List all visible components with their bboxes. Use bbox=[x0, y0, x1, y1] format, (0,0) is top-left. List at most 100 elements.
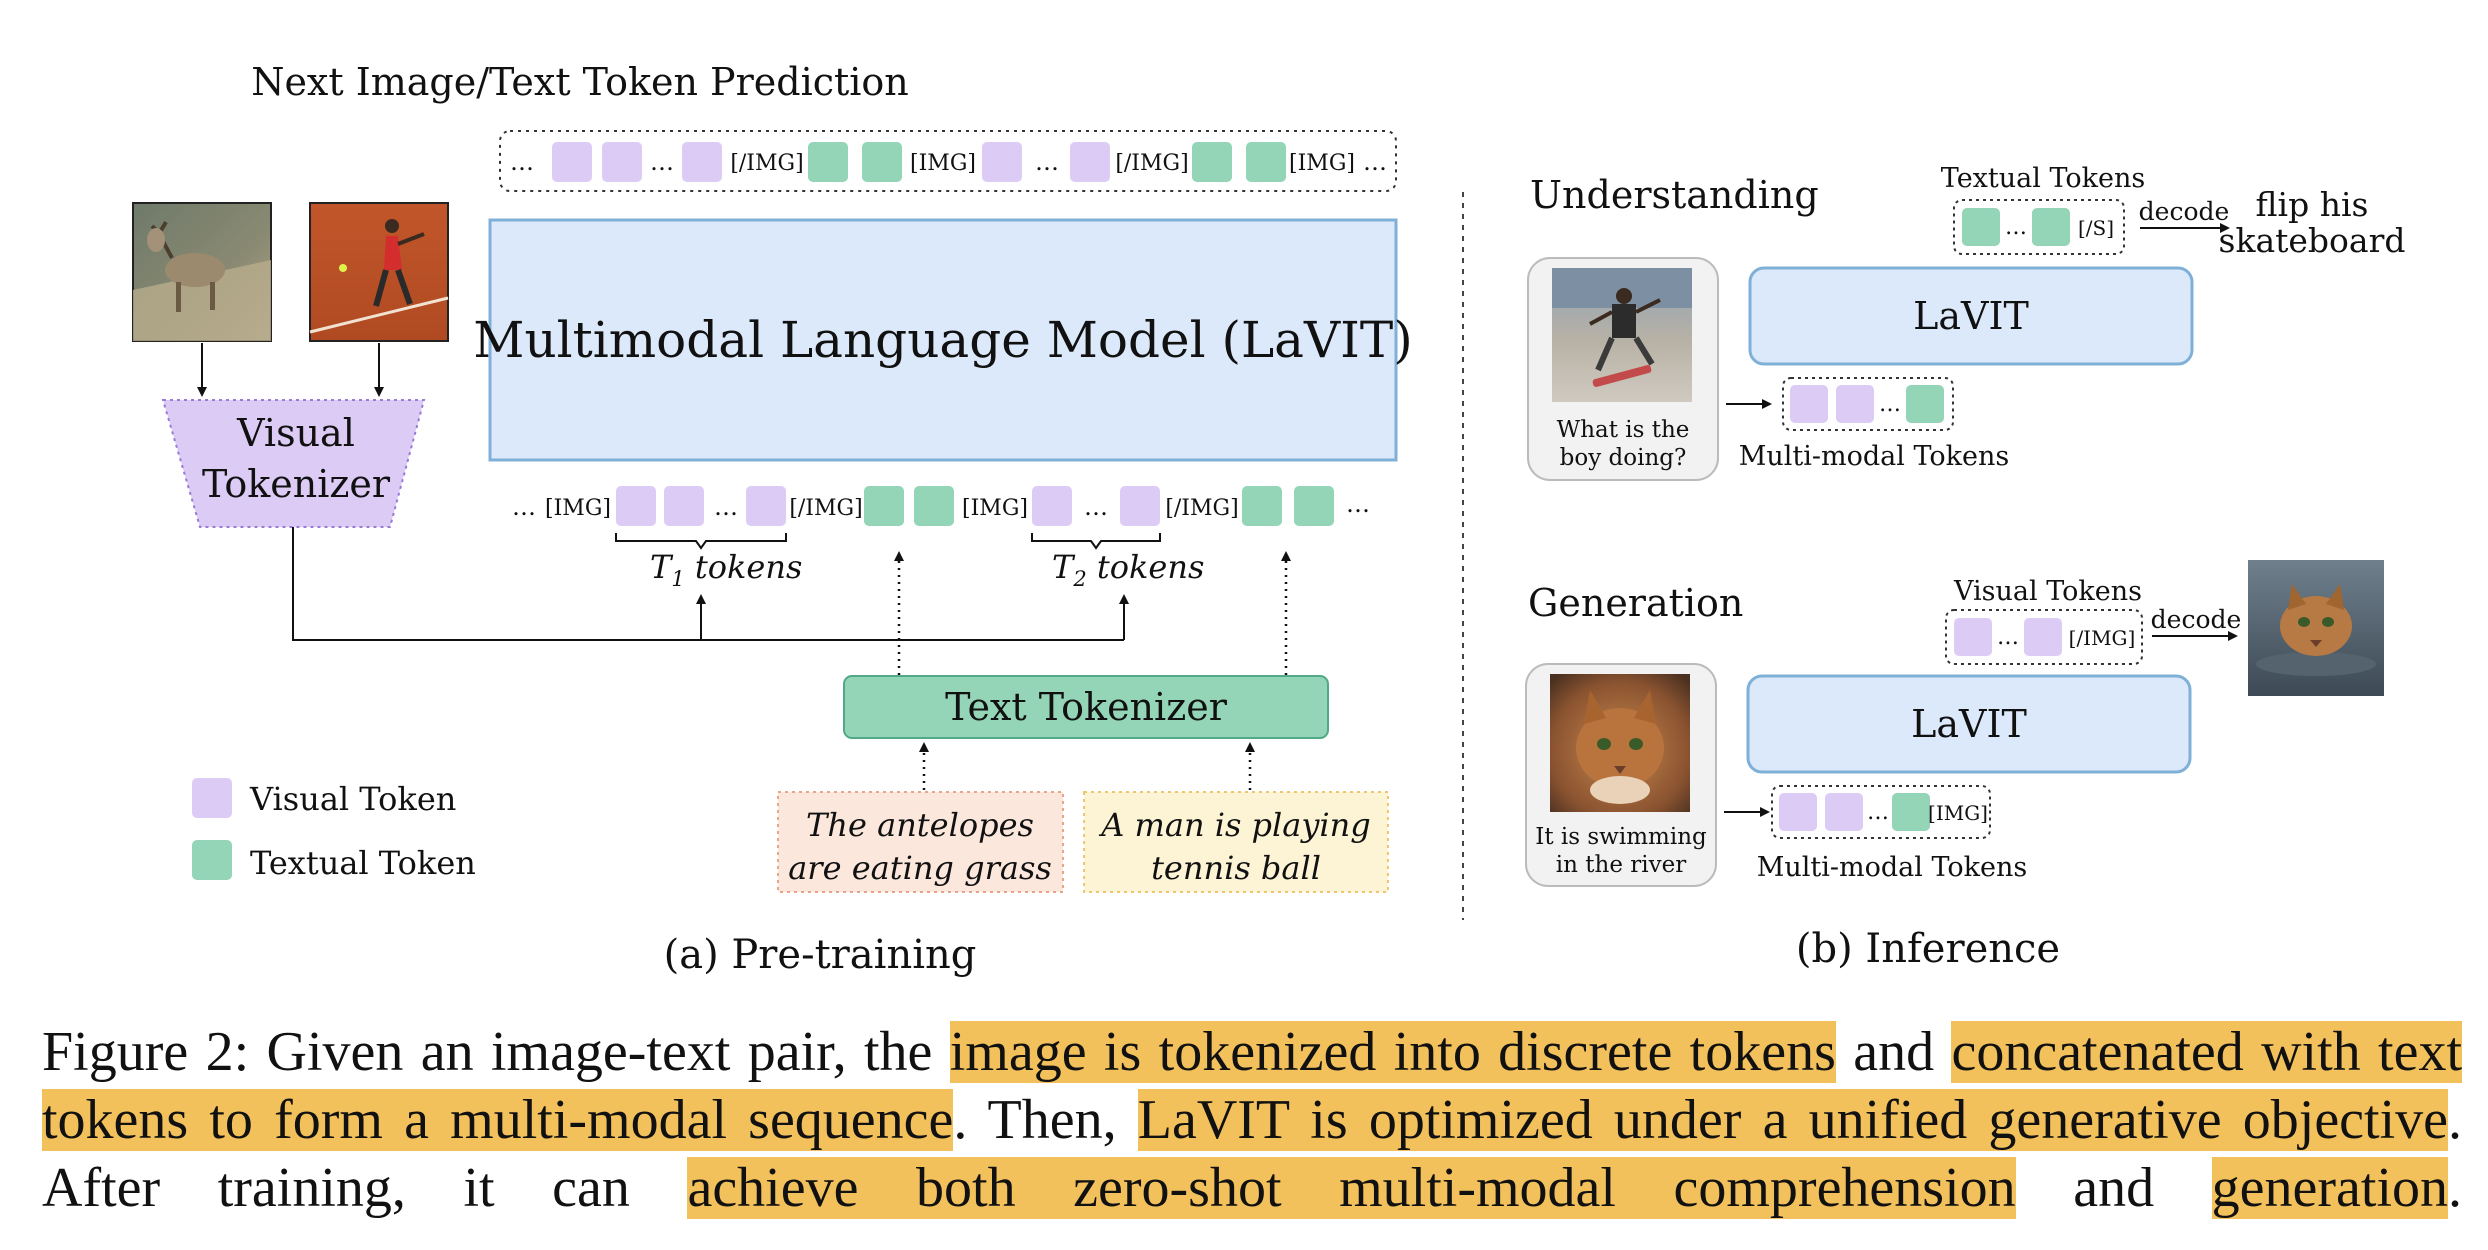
skateboard-image bbox=[1552, 268, 1692, 402]
img-end-token: [/IMG] bbox=[730, 151, 803, 176]
caption-highlight: LaVIT is optimized under a unified gener… bbox=[1137, 1089, 2448, 1151]
legend-textual-label: Textual Token bbox=[250, 844, 476, 882]
visual-token bbox=[746, 486, 786, 526]
tennis-caption-line2: tennis ball bbox=[1151, 849, 1321, 887]
understanding-question-line1: What is the bbox=[1557, 417, 1690, 443]
textual-token bbox=[2032, 208, 2070, 246]
t1-tokens-label: T1 tokens bbox=[650, 548, 802, 591]
ellipsis: … bbox=[1363, 148, 1387, 176]
ellipsis: … bbox=[1084, 493, 1108, 521]
generation-lavit-label: LaVIT bbox=[1911, 702, 2027, 746]
caption-text: and bbox=[2015, 1157, 2212, 1219]
textual-token bbox=[1192, 142, 1232, 182]
visual-tokenizer-connector bbox=[292, 527, 1124, 641]
visual-token bbox=[1032, 486, 1072, 526]
generation-heading: Generation bbox=[1528, 581, 1743, 625]
img-end-token: [/IMG] bbox=[2069, 626, 2136, 650]
textual-token bbox=[1246, 142, 1286, 182]
ellipsis: … bbox=[1035, 148, 1059, 176]
visual-token bbox=[616, 486, 656, 526]
antelope-caption-box bbox=[777, 791, 1064, 893]
antelope-image bbox=[132, 202, 272, 342]
inference-subcaption: (b) Inference bbox=[1796, 926, 2060, 972]
multimodal-language-model-label: Multimodal Language Model (LaVIT) bbox=[473, 311, 1412, 369]
multimodal-language-model-box bbox=[488, 218, 1398, 462]
textual-token bbox=[1242, 486, 1282, 526]
ellipsis: … bbox=[512, 493, 536, 521]
top-tokens: … … [/IMG] [IMG] … [/IMG] [IMG] … bbox=[510, 142, 1387, 182]
img-end-token: [/IMG] bbox=[789, 496, 862, 521]
textual-tokens-label: Textual Tokens bbox=[1941, 163, 2145, 194]
caption-highlight: image is tokenized into discrete tokens bbox=[949, 1021, 1836, 1083]
textual-token bbox=[1962, 208, 2000, 246]
visual-tokenizer-label-line1: Visual bbox=[236, 411, 355, 455]
generation-prompt-line1: It is swimming bbox=[1535, 824, 1707, 850]
generation-output-tokens bbox=[1945, 609, 2143, 665]
bottom-tokens: … [IMG] … [/IMG] [IMG] … [/IMG] … bbox=[512, 486, 1370, 526]
understanding-multimodal-tokens bbox=[1782, 377, 1954, 431]
img-start-token: [IMG] bbox=[1928, 801, 1988, 825]
top-token-sequence bbox=[499, 130, 1397, 192]
visual-token bbox=[1954, 618, 1992, 656]
caption-highlight: achieve both zero-shot multi-modal compr… bbox=[687, 1157, 2016, 1219]
ellipsis: … bbox=[510, 148, 534, 176]
generation-multimodal-tokens bbox=[1771, 785, 1991, 839]
visual-token bbox=[1120, 486, 1160, 526]
caption-text: . After training, it can bbox=[42, 1089, 2462, 1219]
prediction-title: Next Image/Text Token Prediction bbox=[251, 60, 909, 104]
img-end-token: [/IMG] bbox=[1115, 151, 1188, 176]
textual-token bbox=[914, 486, 954, 526]
brace-t2 bbox=[1031, 533, 1161, 550]
caption-text: Figure 2: Given an image-text pair, the bbox=[42, 1021, 950, 1083]
legend-visual-swatch bbox=[192, 778, 232, 818]
understanding-lavit-box bbox=[1748, 266, 2194, 366]
tennis-caption-box bbox=[1083, 791, 1389, 893]
textual-token bbox=[864, 486, 904, 526]
generation-prompt-line2: in the river bbox=[1556, 852, 1686, 878]
text-tokenizer-box bbox=[843, 675, 1329, 739]
antelope-caption-line1: The antelopes bbox=[806, 806, 1034, 844]
t2-tokens-label: T2 tokens bbox=[1052, 548, 1204, 591]
visual-tokenizer-box bbox=[161, 399, 426, 528]
visual-token bbox=[982, 142, 1022, 182]
legend-visual-label: Visual Token bbox=[249, 780, 456, 818]
visual-token bbox=[1779, 793, 1817, 831]
caption-text: and bbox=[1835, 1021, 1952, 1083]
visual-tokenizer-label-line2: Tokenizer bbox=[202, 462, 391, 506]
visual-token bbox=[602, 142, 642, 182]
ellipsis: … bbox=[2005, 215, 2027, 240]
img-end-token: [/IMG] bbox=[1165, 496, 1238, 521]
ellipsis: … bbox=[650, 148, 674, 176]
visual-token bbox=[664, 486, 704, 526]
pretraining-subcaption: (a) Pre-training bbox=[664, 932, 977, 978]
visual-token bbox=[2024, 618, 2062, 656]
legend-textual-swatch bbox=[192, 840, 232, 880]
ellipsis: … bbox=[714, 493, 738, 521]
figure-caption: Figure 2: Given an image-text pair, the … bbox=[42, 1018, 2462, 1222]
generation-input-label: Multi-modal Tokens bbox=[1757, 852, 2028, 883]
ellipsis: … bbox=[1879, 392, 1901, 417]
understanding-lavit-label: LaVIT bbox=[1913, 294, 2029, 338]
visual-token bbox=[1790, 385, 1828, 423]
caption-text: . bbox=[2448, 1157, 2463, 1219]
answer-line1: flip his bbox=[2256, 185, 2369, 224]
tennis-caption-line1: A man is playing bbox=[1098, 806, 1371, 844]
tennis-image bbox=[309, 202, 449, 342]
visual-token bbox=[1070, 142, 1110, 182]
textual-token bbox=[808, 142, 848, 182]
ellipsis: … bbox=[1867, 800, 1889, 825]
visual-token bbox=[1825, 793, 1863, 831]
img-start-token: [IMG] bbox=[962, 496, 1028, 521]
textual-token bbox=[862, 142, 902, 182]
text-tokenizer-label: Text Tokenizer bbox=[945, 685, 1228, 729]
ellipsis: … bbox=[1346, 490, 1370, 518]
visual-token bbox=[682, 142, 722, 182]
understanding-heading: Understanding bbox=[1530, 173, 1819, 217]
textual-token bbox=[1906, 385, 1944, 423]
caption-text: . Then, bbox=[953, 1089, 1138, 1151]
img-start-token: [IMG] bbox=[910, 151, 976, 176]
textual-token bbox=[1294, 486, 1334, 526]
decode-label: decode bbox=[2151, 605, 2242, 634]
generated-cat-image bbox=[2248, 560, 2384, 696]
antelope-caption-line2: are eating grass bbox=[788, 849, 1052, 887]
